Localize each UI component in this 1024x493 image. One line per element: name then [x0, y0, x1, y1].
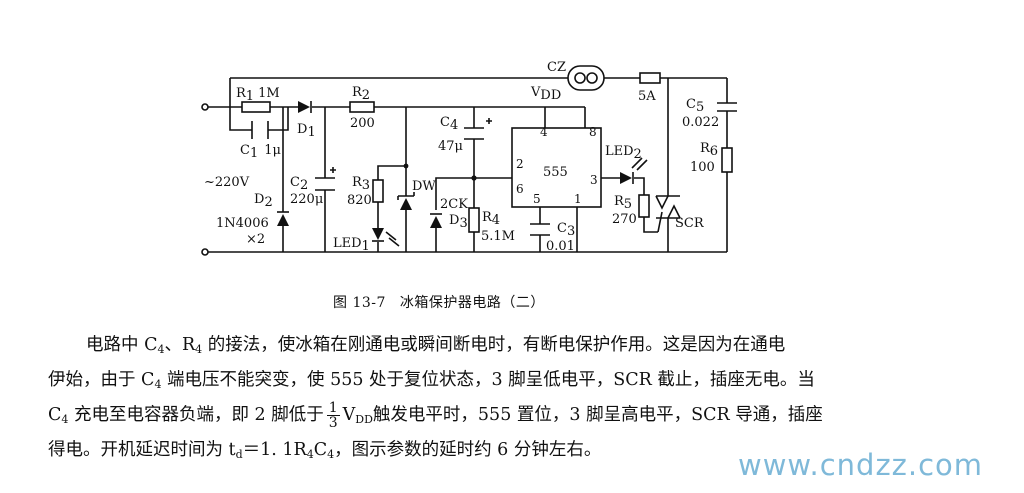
figure-title: 冰箱保护器电路（二）: [399, 295, 545, 311]
junction-node: [403, 163, 409, 169]
label-r4: R4: [482, 210, 500, 228]
label-fuse: 5A: [638, 89, 656, 104]
paragraph-line: 得电。开机延迟时间为 td＝1. 1R4C4，图示参数的延时约 6 分钟左右。: [48, 440, 602, 461]
label-pin4: 4: [540, 125, 548, 139]
paragraph-line: 电路中 C4、R4 的接法，使冰箱在刚通电或瞬间断电时，有断电保护作用。这是因为…: [86, 335, 786, 356]
label-d2-count: ×2: [246, 232, 265, 247]
capacitor-c2: [315, 167, 336, 191]
label-d2: D2: [254, 192, 273, 210]
fuse-5a: [639, 72, 661, 84]
diode-d3: [430, 213, 442, 228]
resistor-r2: [349, 101, 375, 113]
capacitor-c4: [464, 118, 492, 140]
label-c3: C3: [557, 221, 575, 239]
label-r5-value: 270: [612, 212, 637, 227]
zener-dw: [397, 192, 415, 210]
site-watermark: www.cndzz.com: [738, 448, 984, 482]
label-c2-value: 220μ: [290, 192, 323, 207]
label-pin2: 2: [516, 157, 524, 171]
label-r5: R5: [614, 194, 632, 212]
label-r3: R3: [352, 175, 370, 193]
led-led2: [620, 157, 648, 184]
label-dw: DW: [412, 179, 436, 194]
paragraph-line: 伊始，由于 C4 端电压不能突变，使 555 处于复位状态，3 脚呈低电平，SC…: [48, 370, 815, 391]
label-ic: 555: [543, 165, 568, 180]
label-pin5: 5: [533, 192, 541, 206]
label-c4: C4: [440, 115, 458, 133]
resistor-r1: [241, 101, 271, 113]
input-terminal-bottom: [201, 248, 209, 256]
label-d2-part: 1N4006: [216, 216, 269, 231]
diode-d1: [298, 101, 312, 113]
label-c3-value: 0.01: [546, 239, 575, 254]
label-led2: LED2: [605, 144, 642, 162]
label-c5-value: 0.022: [682, 115, 719, 130]
label-c2: C2: [290, 175, 308, 193]
capacitor-c1: [251, 121, 269, 139]
label-c4-value: 47μ: [438, 139, 463, 154]
resistor-r6: [721, 147, 733, 173]
label-d3-part: 2CK: [440, 197, 468, 212]
label-c5: C5: [686, 97, 704, 115]
input-terminal-top: [201, 103, 209, 111]
label-vdd: VDD: [530, 85, 561, 103]
label-r6-value: 100: [690, 160, 715, 175]
label-pin1: 1: [574, 192, 582, 206]
label-ac-source: ~220V: [204, 175, 250, 190]
resistor-r5: [638, 194, 650, 218]
label-d3: D3: [449, 213, 468, 231]
capacitor-c3: [530, 223, 550, 236]
diode-d2: [277, 211, 289, 226]
led-led1: [372, 228, 400, 247]
label-pin6: 6: [516, 182, 524, 196]
body-paragraph: 电路中 C4、R4 的接法，使冰箱在刚通电或瞬间断电时，有断电保护作用。这是因为…: [48, 330, 948, 470]
figure-caption: 图 13-7 冰箱保护器电路（二）: [333, 292, 545, 312]
label-scr: SCR: [675, 216, 705, 231]
socket-cz: [567, 65, 605, 91]
label-r6: R6: [700, 141, 718, 159]
capacitor-c5: [717, 102, 737, 112]
label-pin8: 8: [589, 125, 597, 139]
label-pin3: 3: [590, 173, 598, 187]
resistor-r3: [372, 179, 384, 203]
junction-node: [471, 175, 477, 181]
label-d1: D1: [297, 122, 316, 140]
label-cz: CZ: [547, 60, 566, 75]
wires: [208, 77, 728, 253]
label-r4-value: 5.1M: [481, 229, 515, 244]
figure-number: 图 13-7: [333, 295, 386, 311]
label-r2-value: 200: [350, 116, 375, 131]
label-led1: LED1: [333, 236, 370, 254]
ic-555: [511, 127, 602, 208]
resistor-r4: [468, 207, 480, 233]
label-r3-value: 820: [347, 193, 372, 208]
label-r2: R2: [352, 85, 370, 103]
triac-scr: [655, 195, 681, 233]
